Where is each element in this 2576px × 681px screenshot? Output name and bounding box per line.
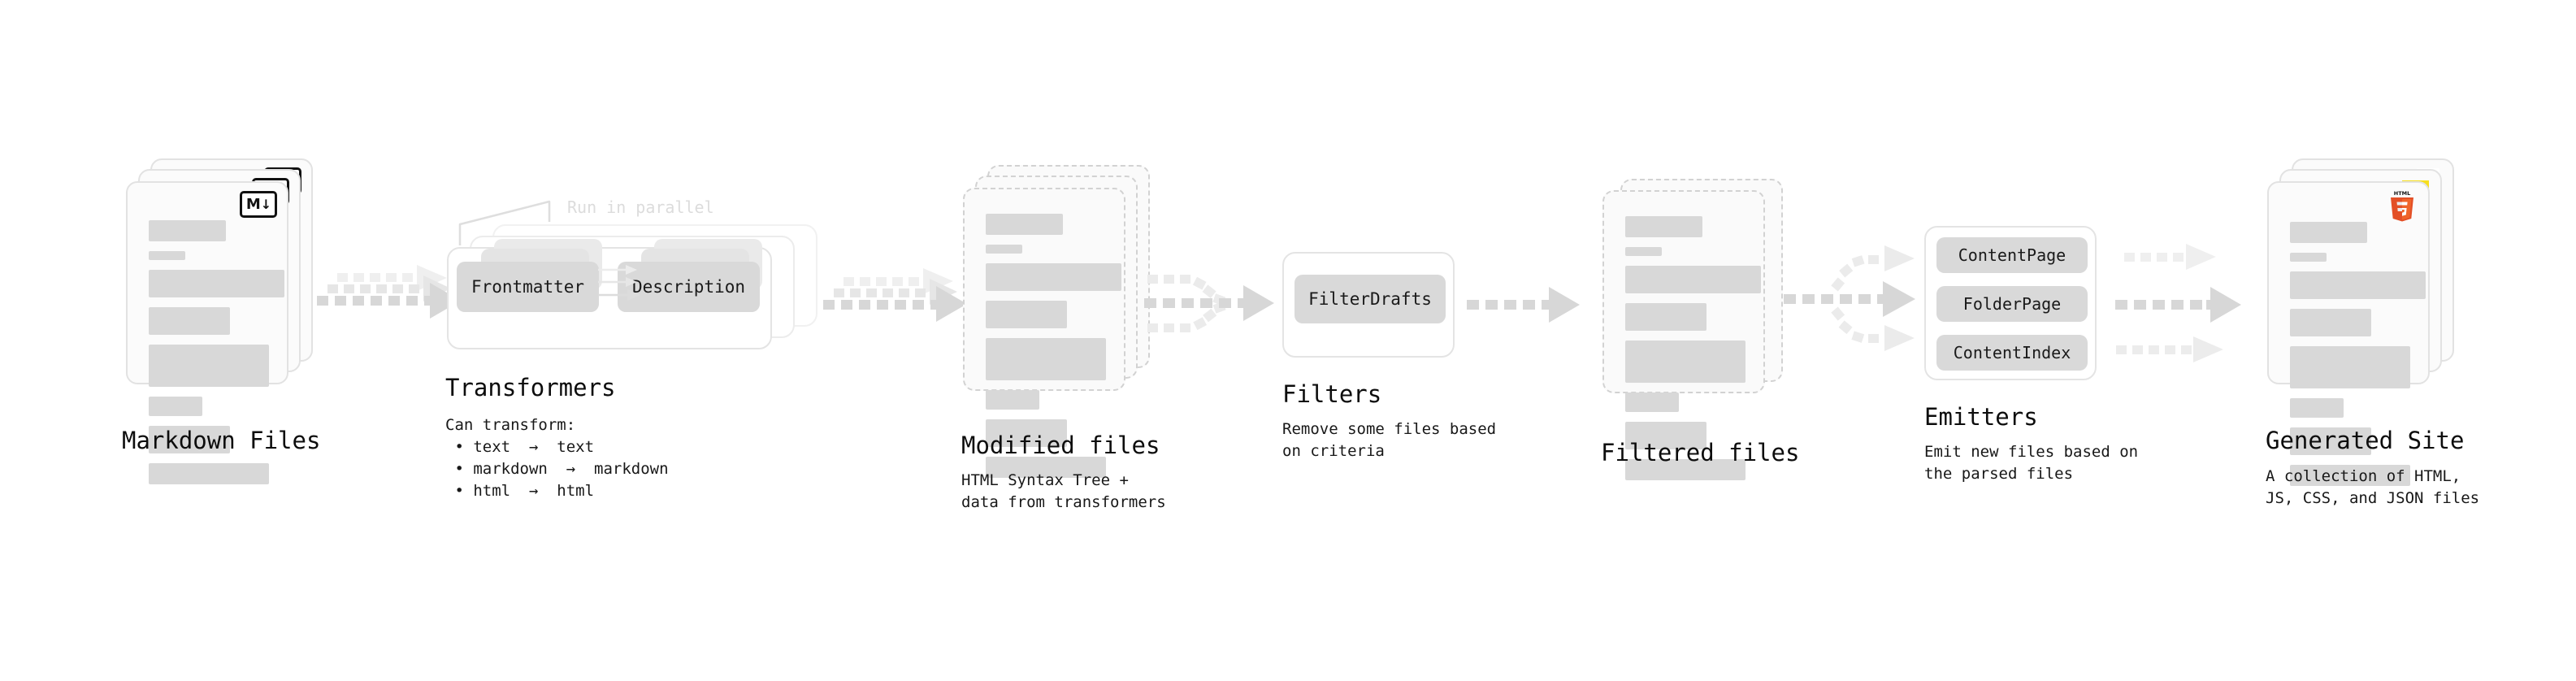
svg-text:HTML: HTML <box>2394 190 2410 197</box>
markdown-card-front: M↓ <box>126 181 288 484</box>
content-bar <box>986 301 1067 328</box>
content-bar <box>986 263 1121 291</box>
content-bar <box>1625 266 1761 293</box>
emitter-node-contentpage-label: ContentPage <box>1958 245 2066 265</box>
arrow-markdown-to-transformers <box>317 265 461 319</box>
stage-title-filtered-files: Filtered files <box>1601 439 1800 466</box>
content-bar <box>986 419 1067 447</box>
content-bar <box>2290 427 2371 455</box>
modified-card-front <box>963 188 1125 478</box>
content-bar <box>986 214 1063 235</box>
content-bar <box>2290 253 2327 262</box>
content-bar <box>149 463 269 484</box>
transformer-node-description-label: Description <box>631 277 746 297</box>
content-bar <box>986 457 1106 478</box>
stage-subtitle-transformers: Can transform: • text → text • markdown … <box>445 416 669 500</box>
html5-shield-icon: HTML <box>2387 189 2417 223</box>
content-bar <box>1625 459 1746 480</box>
filters-group: FilterDrafts <box>1282 252 1455 358</box>
content-bar <box>149 397 202 416</box>
generated-card-content <box>2269 183 2428 486</box>
markdown-badge-arrow-front: ↓ <box>260 196 271 212</box>
content-bar <box>2290 222 2367 243</box>
content-bar <box>149 220 226 241</box>
content-bar <box>149 251 185 260</box>
content-bar <box>2290 465 2410 486</box>
arrow-filtered-to-emitters <box>1784 245 1915 351</box>
emitter-node-contentindex[interactable]: ContentIndex <box>1936 335 2088 371</box>
content-bar <box>2290 398 2344 418</box>
stage-title-filters: Filters <box>1282 380 1382 408</box>
emitter-node-contentindex-label: ContentIndex <box>1953 343 2071 362</box>
filter-node-filterdrafts[interactable]: FilterDrafts <box>1295 275 1446 323</box>
emitters-group: ContentPage FolderPage ContentIndex <box>1924 226 2097 380</box>
content-bar <box>1625 340 1746 383</box>
content-bar <box>149 307 230 335</box>
stage-subtitle-emitters: Emit new files based on the parsed files <box>1924 443 2139 483</box>
stage-markdown-files: M↓ M↓ M↓ Markdown Files <box>122 158 320 484</box>
markdown-file-stack: M↓ M↓ M↓ <box>126 158 313 484</box>
content-bar <box>986 245 1022 254</box>
content-bar <box>1625 422 1706 449</box>
transformer-node-description[interactable]: Description <box>618 262 760 312</box>
content-bar <box>1625 216 1702 237</box>
markdown-badge-m-front: M <box>245 195 261 213</box>
emitter-node-folderpage-label: FolderPage <box>1962 294 2062 314</box>
modified-card-content <box>965 189 1124 478</box>
content-bar <box>149 270 284 297</box>
generated-card-front-html: HTML <box>2267 181 2430 486</box>
markdown-badge-icon-front: M↓ <box>240 191 277 218</box>
content-bar <box>149 426 230 453</box>
stage-filtered-files: Filtered files <box>1601 179 1799 480</box>
filtered-file-stack <box>1602 179 1789 480</box>
stage-title-transformers: Transformers <box>445 374 616 401</box>
filtered-card-content <box>1604 192 1763 480</box>
arrow-transformers-to-modified <box>823 268 967 322</box>
content-bar <box>1625 393 1679 412</box>
stage-generated-site: CSS HTML <box>2266 158 2479 507</box>
stage-subtitle-filters: Remove some files based on criteria <box>1282 420 1497 460</box>
arrow-frontmatter-to-description <box>598 265 640 301</box>
stage-title-generated-site: Generated Site <box>2266 427 2465 454</box>
emitter-node-folderpage[interactable]: FolderPage <box>1936 286 2088 322</box>
run-in-parallel-bracket <box>458 200 551 245</box>
filtered-card-front <box>1602 190 1765 480</box>
content-bar <box>149 345 269 387</box>
stage-title-markdown-files: Markdown Files <box>122 427 321 454</box>
content-bar <box>2290 309 2371 336</box>
transformer-node-frontmatter[interactable]: Frontmatter <box>457 262 599 312</box>
content-bar <box>986 390 1039 410</box>
run-in-parallel-label: Run in parallel <box>567 197 714 217</box>
markdown-card-content <box>128 183 287 484</box>
generated-site-stack: CSS HTML <box>2267 158 2454 486</box>
content-bar <box>986 338 1106 380</box>
transformer-node-frontmatter-label: Frontmatter <box>471 277 585 297</box>
content-bar <box>1625 247 1662 256</box>
stage-title-modified-files: Modified files <box>961 432 1160 459</box>
stage-modified-files: Modified files HTML Syntax Tree + data f… <box>961 165 1166 511</box>
transformer-group-front: Frontmatter Description <box>447 239 772 349</box>
content-bar <box>2290 346 2410 388</box>
content-bar <box>2290 271 2426 299</box>
content-bar <box>1625 303 1706 331</box>
stage-title-emitters: Emitters <box>1924 403 2038 431</box>
filter-node-filterdrafts-label: FilterDrafts <box>1308 289 1432 309</box>
arrow-filters-to-filtered <box>1467 287 1580 323</box>
arrow-emitters-to-site <box>2115 244 2241 362</box>
arrow-modified-to-filters <box>1144 275 1274 332</box>
modified-file-stack <box>963 165 1150 478</box>
emitter-node-contentpage[interactable]: ContentPage <box>1936 237 2088 273</box>
stage-subtitle-modified-files: HTML Syntax Tree + data from transformer… <box>961 471 1166 511</box>
stage-subtitle-generated-site: A collection of HTML, JS, CSS, and JSON … <box>2266 467 2480 507</box>
